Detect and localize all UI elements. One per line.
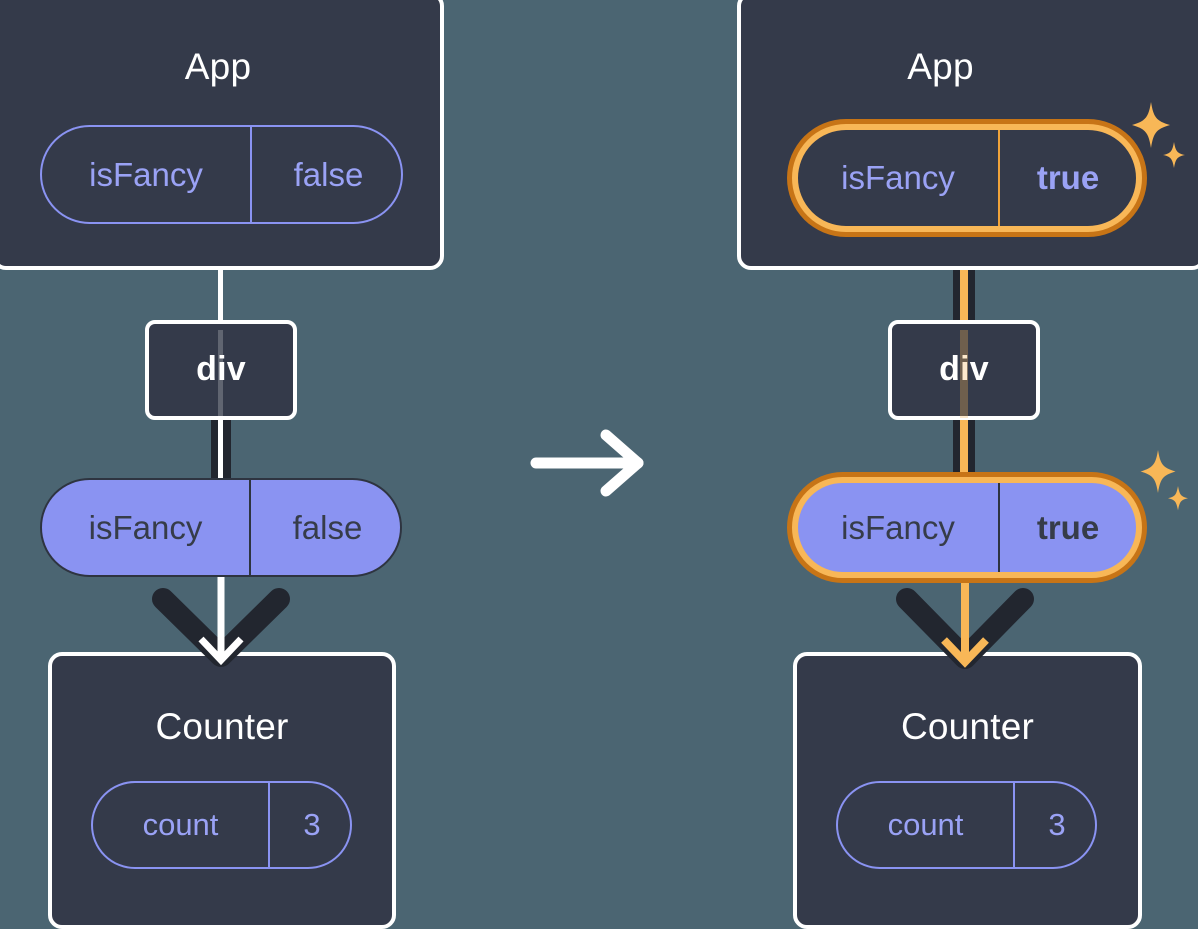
transition-arrow-icon bbox=[530, 429, 644, 497]
connector-div-to-props-before bbox=[218, 420, 223, 482]
sparkle-large-icon bbox=[1140, 450, 1176, 493]
app-title-before: App bbox=[184, 46, 252, 87]
counter-title-after: Counter bbox=[900, 706, 1035, 747]
connector-through-div-before bbox=[218, 330, 223, 418]
app-state-pill-value-before: false bbox=[250, 127, 405, 222]
arrow-head-white-before bbox=[198, 636, 244, 666]
counter-state-pill-after[interactable]: count 3 bbox=[836, 781, 1097, 869]
app-state-pill-before[interactable]: isFancy false bbox=[40, 125, 403, 224]
div-element-box-after: div bbox=[888, 320, 1040, 420]
connector-through-div-after bbox=[960, 330, 968, 418]
counter-state-pill-key-before: count bbox=[142, 807, 219, 842]
arrow-head-orange-after bbox=[941, 637, 989, 668]
sparkle-icon-app-after bbox=[1132, 102, 1185, 168]
app-state-pill-ring-after: isFancy true bbox=[792, 124, 1142, 232]
props-pill-after[interactable]: isFancy true bbox=[787, 472, 1147, 583]
app-state-pill-key-after: isFancy bbox=[841, 159, 955, 196]
props-pill-row-after: isFancy true bbox=[798, 483, 1136, 572]
div-title-after: div bbox=[939, 350, 989, 388]
counter-title-before: Counter bbox=[155, 706, 289, 747]
props-pill-key-after: isFancy bbox=[841, 508, 955, 546]
app-state-pill-key-before: isFancy bbox=[89, 155, 203, 193]
app-title-after: App bbox=[907, 46, 974, 87]
counter-state-pill-key-after: count bbox=[887, 807, 964, 842]
connector-div-to-props-after bbox=[960, 420, 968, 484]
app-state-pill-row-after: isFancy true bbox=[798, 130, 1136, 226]
props-pill-value-after: true bbox=[998, 483, 1136, 572]
props-pill-value-before: false bbox=[249, 480, 404, 575]
app-state-pill-value-after: true bbox=[998, 130, 1136, 226]
sparkle-small-icon bbox=[1168, 486, 1188, 511]
app-state-pill-after[interactable]: isFancy true bbox=[787, 119, 1147, 237]
counter-state-pill-value-after: 3 bbox=[1013, 783, 1099, 867]
sparkle-small-icon bbox=[1163, 142, 1185, 168]
sparkle-large-icon bbox=[1132, 102, 1170, 148]
props-pill-before[interactable]: isFancy false bbox=[40, 478, 402, 577]
counter-state-pill-before[interactable]: count 3 bbox=[91, 781, 352, 869]
connector-app-to-div-after bbox=[960, 220, 968, 322]
connector-app-to-div-before bbox=[218, 269, 223, 321]
div-element-box-before: div bbox=[145, 320, 297, 420]
props-pill-key-before: isFancy bbox=[88, 508, 203, 546]
props-flow-arrow-before bbox=[152, 565, 290, 667]
props-pill-ring-after: isFancy true bbox=[792, 477, 1142, 578]
sparkle-icon-props-after bbox=[1140, 450, 1188, 511]
counter-state-pill-value-before: 3 bbox=[268, 783, 354, 867]
props-flow-arrow-after bbox=[896, 570, 1034, 669]
div-title-before: div bbox=[196, 350, 246, 388]
